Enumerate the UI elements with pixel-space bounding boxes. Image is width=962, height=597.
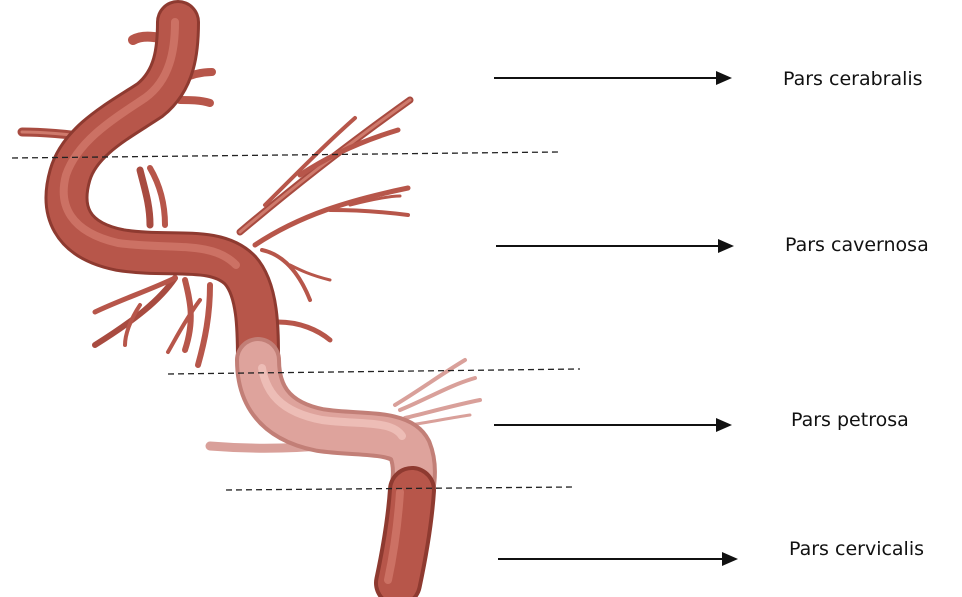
label-pars-petrosa: Pars petrosa [791, 411, 909, 430]
divider-cavernosa-petrosa [168, 369, 580, 374]
arrow-petrosa [494, 418, 732, 432]
label-pars-cervicalis: Pars cervicalis [789, 540, 924, 559]
label-pars-cavernosa: Pars cavernosa [785, 236, 929, 255]
label-arrows [494, 71, 738, 566]
arrow-cervicalis [498, 552, 738, 566]
label-pars-cerebralis: Pars cerabralis [783, 70, 923, 89]
arrow-cerebralis [494, 71, 732, 85]
arrow-cavernosa [496, 239, 734, 253]
